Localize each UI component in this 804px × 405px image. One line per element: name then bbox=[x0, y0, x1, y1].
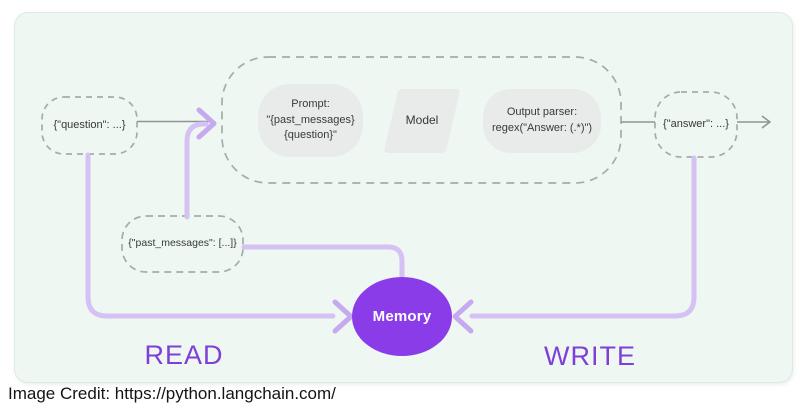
prompt-step-label: Prompt: "{past_messages} {question}" bbox=[266, 97, 355, 142]
answer-node-label: {"answer": ...} bbox=[663, 117, 729, 130]
model-step-label: Model bbox=[405, 113, 439, 128]
memory-node-label: Memory bbox=[372, 308, 432, 325]
memory-node: Memory bbox=[352, 277, 452, 356]
write-annotation: WRITE bbox=[544, 341, 636, 371]
image-credit-caption: Image Credit: https://python.langchain.c… bbox=[8, 384, 336, 403]
output-parser-step-label: Output parser: regex("Answer: (.*)") bbox=[491, 106, 593, 134]
read-annotation: READ bbox=[144, 340, 224, 370]
question-node-label: {"question": ...} bbox=[53, 118, 126, 131]
past-messages-node-label: {"past_messages": [...]} bbox=[128, 237, 237, 250]
